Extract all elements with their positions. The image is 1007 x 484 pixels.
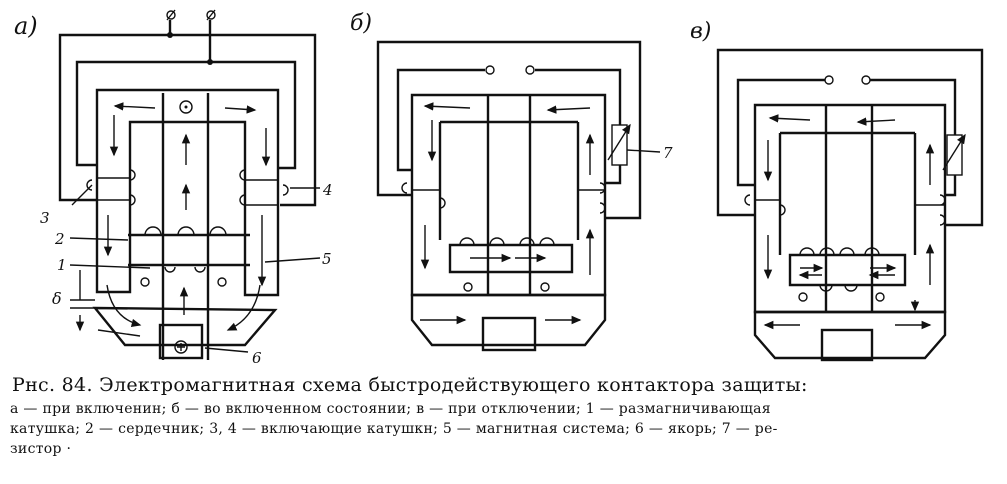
coil-wire-inner <box>736 78 957 187</box>
panel-label-b: б) <box>350 11 372 36</box>
coil-wire-inner <box>75 60 297 170</box>
label-3: 3 <box>40 209 50 227</box>
panel-label-c: в) <box>690 19 711 44</box>
coil-wire-inner <box>396 68 622 172</box>
figure-caption-title: Рнс. 84. Электромагнитная схема быстроде… <box>12 374 808 396</box>
coil-wire-outer <box>376 40 642 220</box>
label-1: 1 <box>57 256 67 274</box>
demagnetizing-coil-1 <box>144 226 227 273</box>
coil-wire-outer <box>58 33 317 207</box>
terminal <box>166 10 176 20</box>
armature-6 <box>158 323 204 360</box>
diagram-c-switching-off: в) <box>690 19 984 362</box>
coils-3-4 <box>86 169 289 206</box>
contactor-diagrams: а) 3 4 2 1 5 δ 6 <box>14 9 984 367</box>
magnetic-system <box>753 103 947 314</box>
caption-legend-line: а — при включенин; б — во включенном сос… <box>10 401 771 417</box>
diagram-b-on-state: б) 7 <box>350 11 673 352</box>
caption-legend-line: зистор · <box>10 441 72 457</box>
panel-label-a: а) <box>14 12 38 40</box>
label-6: 6 <box>252 349 262 367</box>
terminal <box>206 10 216 20</box>
magnetic-system <box>410 93 607 297</box>
label-2: 2 <box>54 230 65 248</box>
armature <box>820 328 874 362</box>
armature-pole <box>92 306 278 347</box>
label-5: 5 <box>322 250 332 268</box>
gap-label: δ <box>52 289 62 308</box>
core-2 <box>161 93 210 360</box>
label-4: 4 <box>322 181 333 199</box>
coil-wire-outer <box>716 48 984 227</box>
label-7: 7 <box>663 144 673 162</box>
caption-legend-line: катушка; 2 — сердечник; 3, 4 — включающи… <box>10 421 778 437</box>
diagram-a-switching-on: а) 3 4 2 1 5 δ 6 <box>14 9 333 367</box>
resistor <box>946 134 963 176</box>
armature <box>481 316 537 352</box>
resistor-7 <box>611 124 628 166</box>
